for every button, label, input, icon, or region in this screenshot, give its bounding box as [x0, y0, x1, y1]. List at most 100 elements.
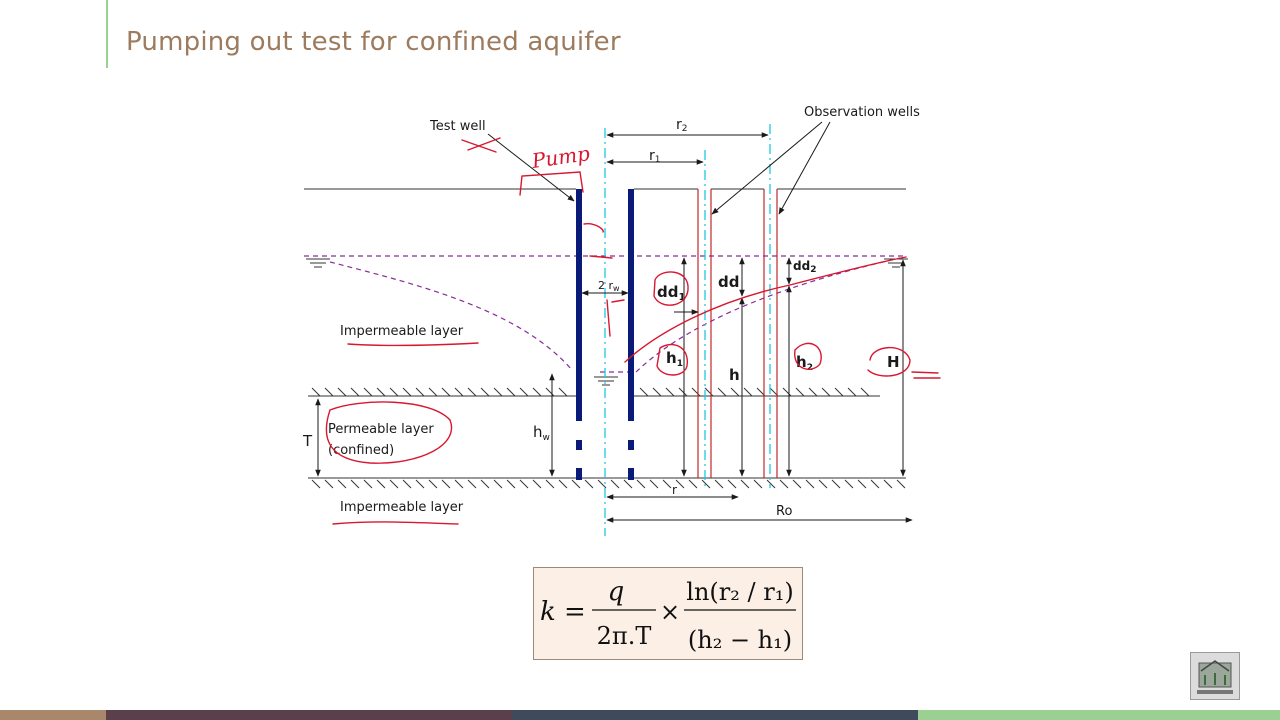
hatch-mark: [532, 387, 542, 397]
hw-label: hw: [533, 423, 550, 443]
hatch-mark: [652, 387, 662, 397]
screen-seg-l2: [576, 468, 582, 480]
permeable-label-line2: (confined): [328, 443, 394, 458]
h1-label: h1: [666, 349, 683, 369]
hatch-mark: [857, 479, 867, 489]
hatch-mark: [883, 479, 893, 489]
hatch-mark: [792, 479, 802, 489]
hatch-mark: [428, 387, 438, 397]
hatch-mark: [805, 479, 815, 489]
hatch-mark: [740, 479, 750, 489]
arrow-stroke: [583, 222, 604, 233]
hatch-mark: [860, 387, 870, 397]
hatch-mark: [402, 387, 412, 397]
formula-k: k: [540, 597, 556, 627]
test-well-leader: [487, 133, 575, 202]
hatch-mark: [415, 479, 425, 489]
hatch-mark: [636, 479, 646, 489]
hatch-mark: [324, 479, 334, 489]
formula-den-left: 2π.T: [597, 622, 652, 650]
impermeable-top-label: Impermeable layer: [340, 324, 464, 339]
two-rw-label: 2 rw: [598, 279, 620, 293]
impermeable-bottom-label: Impermeable layer: [340, 500, 464, 515]
hatch-mark: [704, 387, 714, 397]
screen-seg-r1: [628, 440, 634, 450]
formula-eq: =: [564, 597, 586, 627]
hatch-mark: [389, 479, 399, 489]
formula-num-left: q: [608, 577, 625, 607]
hatch-mark: [714, 479, 724, 489]
hatch-mark: [727, 479, 737, 489]
hatch-mark: [558, 387, 568, 397]
footer-segment-1: [0, 710, 106, 720]
hatch-mark: [532, 479, 542, 489]
formula-den-right: (h₂ − h₁): [688, 626, 792, 654]
pump-box: [519, 171, 584, 196]
pump-handwritten: Pump: [529, 141, 591, 173]
handwritten-annotations: [325, 137, 941, 525]
underline-impermeable-top: [347, 342, 479, 347]
hatch-mark: [675, 479, 685, 489]
hatch-mark: [662, 479, 672, 489]
hatch-mark: [311, 387, 321, 397]
hatch-mark: [402, 479, 412, 489]
footer-segment-2: [106, 710, 512, 720]
circle-permeable-layer: [325, 401, 453, 464]
dd-label: dd: [718, 273, 739, 291]
lower-impermeable-boundary: [308, 477, 906, 489]
screen-seg-l1: [576, 440, 582, 450]
hatch-mark: [506, 387, 516, 397]
circle-dd1: [653, 271, 689, 306]
hatch-mark: [454, 387, 464, 397]
test-well-casing-left: [576, 189, 582, 421]
hatch-mark: [678, 387, 688, 397]
hatch-mark: [639, 387, 649, 397]
hatch-mark: [610, 479, 620, 489]
footer-segment-4: [918, 710, 1280, 720]
hatch-mark: [545, 479, 555, 489]
circle-h2: [794, 342, 822, 370]
dd2-label: dd2: [793, 259, 816, 275]
footer-color-bar: [0, 710, 1280, 720]
observation-well-2: [763, 189, 778, 478]
circle-h1: [656, 343, 688, 376]
formula-times: ×: [660, 598, 680, 626]
hatch-mark: [493, 479, 503, 489]
hatch-mark: [691, 387, 701, 397]
formula-box: k = q 2π.T × ln(r₂ / r₁) (h₂ − h₁): [533, 567, 803, 660]
obs-leader-1: [711, 121, 823, 215]
cone-of-depression-left: [329, 261, 573, 371]
hatch-mark: [467, 387, 477, 397]
red-drawdown-curve: [624, 256, 907, 363]
footer-segment-3: [512, 710, 918, 720]
cone-of-depression-right: [635, 257, 901, 373]
title-accent-line: [106, 0, 108, 68]
hatch-mark: [701, 479, 711, 489]
hatch-mark: [766, 479, 776, 489]
h2-label: h2: [796, 353, 813, 373]
hatch-mark: [743, 387, 753, 397]
underline-impermeable-bottom: [332, 521, 459, 525]
observation-well-1: [697, 189, 712, 478]
circle-H: [867, 346, 911, 377]
hatch-mark: [376, 479, 386, 489]
H-underline: [911, 371, 941, 379]
hatch-mark: [665, 387, 675, 397]
hatch-mark: [831, 479, 841, 489]
hatch-mark: [870, 479, 880, 489]
rw-mark: [606, 299, 625, 337]
hatch-mark: [311, 479, 321, 489]
H-label: H: [887, 353, 900, 371]
hatch-mark: [753, 479, 763, 489]
hatch-mark: [467, 479, 477, 489]
hatch-mark: [558, 479, 568, 489]
hatch-mark: [428, 479, 438, 489]
hatch-mark: [350, 387, 360, 397]
hatch-mark: [480, 387, 490, 397]
water-level-symbol-well: [594, 376, 618, 386]
r2-label: r2: [676, 117, 688, 134]
hatch-mark: [795, 387, 805, 397]
hatch-mark: [350, 479, 360, 489]
observation-wells-label: Observation wells: [804, 105, 920, 120]
